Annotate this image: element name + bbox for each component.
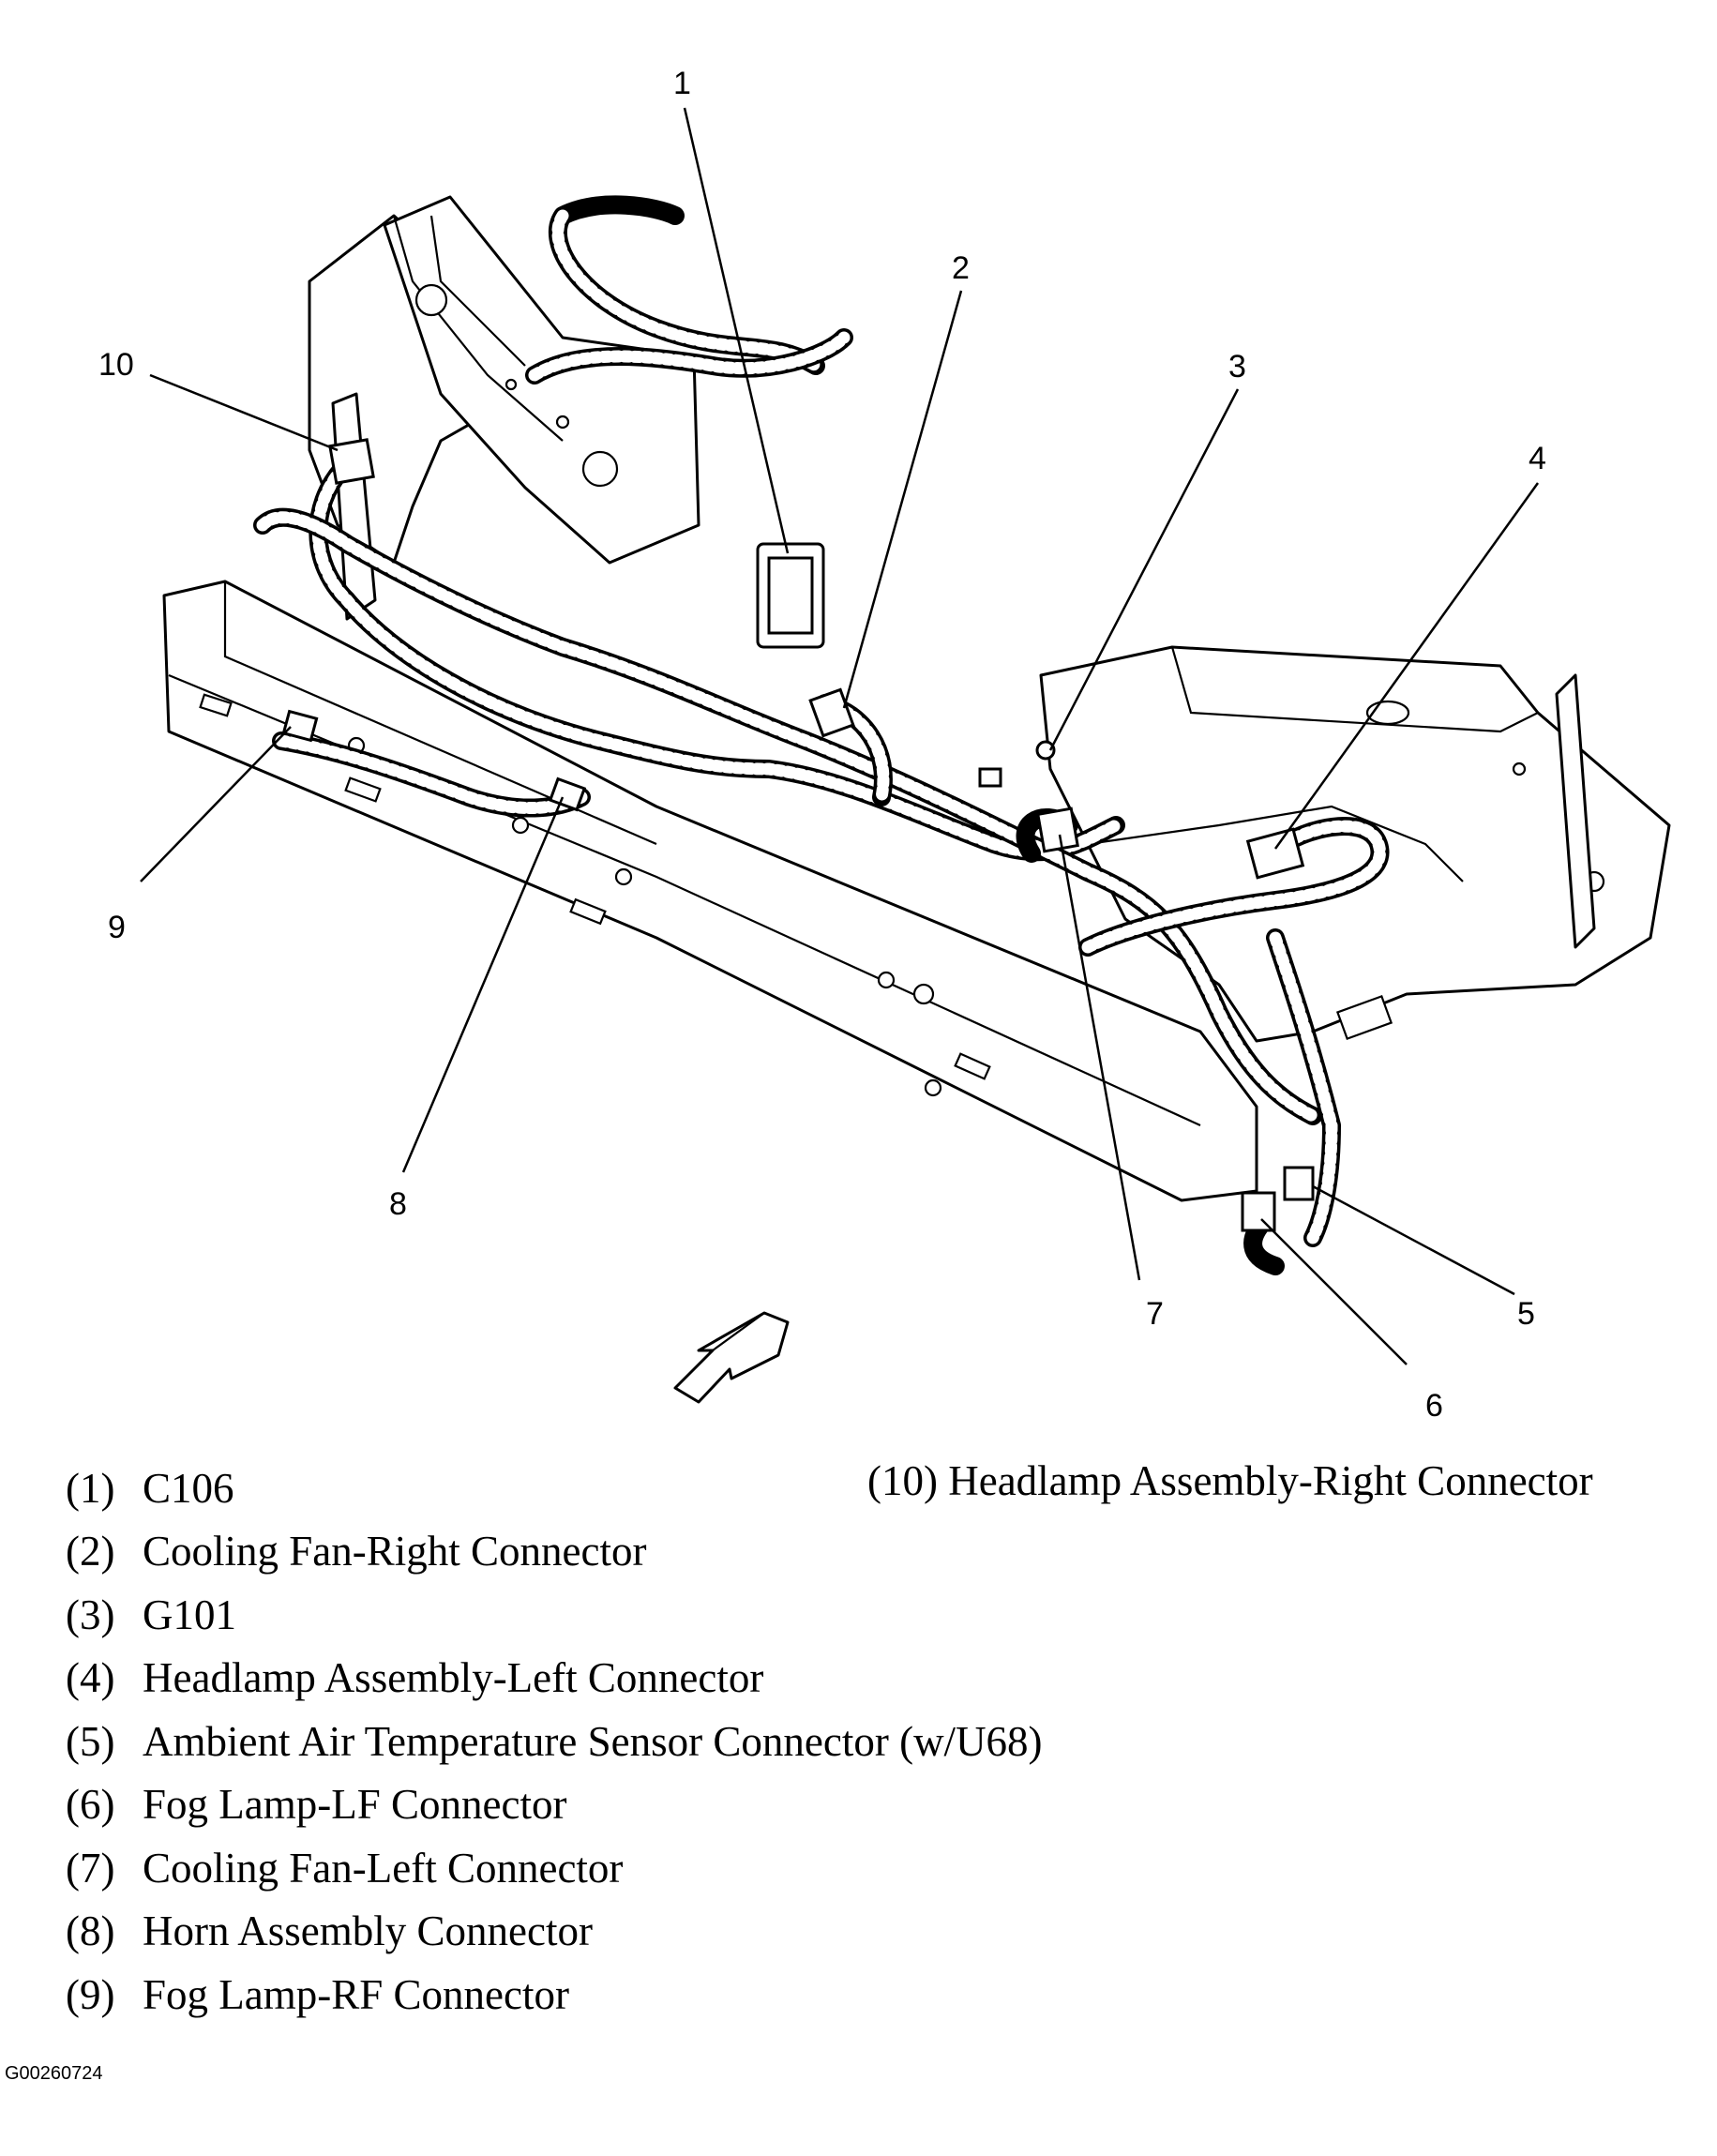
connectors bbox=[281, 438, 1315, 1232]
legend-item-8: (8)Horn Assembly Connector bbox=[66, 1907, 593, 1954]
legend-item-5: (5)Ambient Air Temperature Sensor Connec… bbox=[66, 1718, 1043, 1765]
legend-item-3: (3)G101 bbox=[66, 1591, 236, 1638]
callout-3: 3 bbox=[1228, 349, 1246, 384]
legend-item-1: (1)C106 bbox=[66, 1465, 234, 1512]
callout-numbers: 1 2 3 4 5 6 7 8 9 10 bbox=[98, 66, 1546, 1424]
right-radiator-support bbox=[1039, 645, 1671, 1043]
figure-id: G00260724 bbox=[5, 2063, 103, 2084]
callout-7: 7 bbox=[1146, 1296, 1164, 1332]
legend-item-7: (7)Cooling Fan-Left Connector bbox=[66, 1845, 624, 1892]
legend-item-4: (4)Headlamp Assembly-Left Connector bbox=[66, 1654, 764, 1701]
callout-6: 6 bbox=[1425, 1388, 1443, 1424]
callout-9: 9 bbox=[108, 910, 126, 945]
cooling-fan-right-connector bbox=[808, 687, 855, 738]
callout-1: 1 bbox=[673, 66, 691, 101]
legend-item-9: (9)Fog Lamp-RF Connector bbox=[66, 1971, 569, 2018]
callout-10: 10 bbox=[98, 347, 134, 383]
headlamp-right-connector bbox=[328, 438, 375, 485]
wiring-harness-diagram: 1 2 3 4 5 6 7 8 9 10 bbox=[98, 66, 1671, 1424]
callout-2: 2 bbox=[952, 250, 970, 286]
bumper-beam bbox=[162, 580, 1258, 1202]
front-direction-arrow-icon bbox=[673, 1311, 790, 1404]
callout-8: 8 bbox=[389, 1186, 407, 1222]
headlamp-left-connector bbox=[1245, 827, 1305, 880]
upper-harness-loop bbox=[525, 195, 853, 384]
fog-lamp-rf-connector bbox=[281, 709, 319, 743]
cooling-fan-left-connector bbox=[1036, 807, 1079, 853]
callout-4: 4 bbox=[1529, 441, 1546, 476]
ambient-air-temp-connector bbox=[1283, 1166, 1315, 1201]
g101-ground bbox=[1035, 740, 1056, 761]
leader-lines bbox=[140, 107, 1540, 1365]
legend-item-6: (6)Fog Lamp-LF Connector bbox=[66, 1781, 567, 1828]
fog-lamp-lf-connector bbox=[1241, 1191, 1276, 1232]
legend-item-10: (10) Headlamp Assembly-Right Connector bbox=[867, 1457, 1593, 1504]
legend-item-2: (2)Cooling Fan-Right Connector bbox=[66, 1528, 647, 1575]
main-harness bbox=[253, 460, 1390, 1275]
callout-5: 5 bbox=[1517, 1296, 1535, 1332]
horn-connector bbox=[548, 776, 587, 812]
